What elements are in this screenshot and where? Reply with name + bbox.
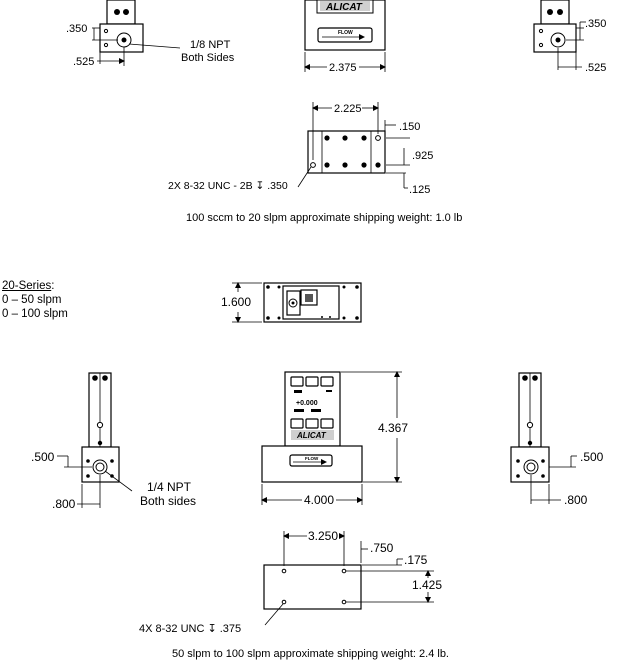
bottom-front-dim-width: 4.000 — [304, 493, 334, 507]
top-right-side-view — [533, 0, 586, 70]
series-title-suffix: : — [51, 280, 55, 292]
bottom-right-dim-width: .800 — [564, 493, 588, 507]
bottom-weight-note: 50 slpm to 100 slpm approximate shipping… — [172, 648, 449, 660]
top-front-view — [304, 0, 386, 72]
bottom-front-display-value: +0.000 — [296, 400, 318, 407]
top-left-side-view — [92, 0, 181, 66]
series-range-item: 0 – 100 slpm — [2, 308, 68, 320]
bottom-bottom-dim-row-spacing: 1.425 — [412, 578, 442, 592]
top-bottom-thread-callout: 2X 8-32 UNC - 2B ↧ .350 — [168, 180, 288, 192]
bottom-bottom-dim-top-offset: .175 — [404, 553, 428, 567]
bottom-bottom-dim-edge-offset: .750 — [370, 541, 394, 555]
bottom-bottom-thread-callout: 4X 8-32 UNC ↧ .375 — [139, 623, 241, 635]
top-front-dim-width: 2.375 — [329, 62, 357, 74]
top-right-dim-height: .350 — [585, 18, 606, 30]
series-range-block: 20-Series: 0 – 50 slpm 0 – 100 slpm — [2, 279, 68, 321]
top-bottom-dim-row-spacing: .925 — [412, 150, 433, 162]
top-weight-note: 100 sccm to 20 slpm approximate shipping… — [186, 212, 462, 224]
bottom-left-port-callout-line1: 1/4 NPT — [147, 480, 192, 494]
bottom-top-view — [232, 282, 362, 323]
series-title-line: 20-Series: — [2, 279, 68, 293]
top-left-port-callout-line1: 1/8 NPT — [190, 39, 231, 51]
top-right-dim-width: .525 — [585, 62, 606, 74]
bottom-left-side-view — [57, 372, 133, 508]
bottom-left-dim-width: .800 — [52, 497, 76, 511]
top-bottom-dim-edge-offset: .150 — [399, 121, 420, 133]
series-title: 20-Series — [2, 280, 52, 292]
bottom-front-logo: ALICAT — [296, 431, 327, 440]
bottom-bottom-view — [263, 531, 434, 626]
series-range-item: 0 – 50 slpm — [2, 294, 62, 306]
top-front-flow-label: FLOW — [338, 30, 353, 36]
bottom-bottom-dim-hole-spacing: 3.250 — [308, 529, 338, 543]
bottom-top-dim-height: 1.600 — [221, 295, 251, 309]
bottom-left-dim-height: .500 — [31, 450, 55, 464]
top-left-dim-height: .350 — [66, 23, 87, 35]
bottom-front-flow-label: FLOW — [305, 456, 319, 461]
bottom-front-view — [261, 371, 402, 505]
bottom-front-dim-height: 4.367 — [378, 421, 408, 435]
top-left-dim-width: .525 — [73, 56, 94, 68]
top-bottom-dim-bottom-offset: .125 — [409, 184, 430, 196]
bottom-right-side-view — [510, 372, 577, 504]
top-bottom-dim-hole-spacing: 2.225 — [334, 103, 362, 115]
bottom-right-dim-height: .500 — [580, 450, 604, 464]
bottom-left-port-callout-line2: Both sides — [140, 494, 196, 508]
top-left-port-callout-line2: Both Sides — [181, 52, 235, 64]
top-front-logo: ALICAT — [325, 2, 363, 13]
top-bottom-view — [297, 102, 410, 189]
